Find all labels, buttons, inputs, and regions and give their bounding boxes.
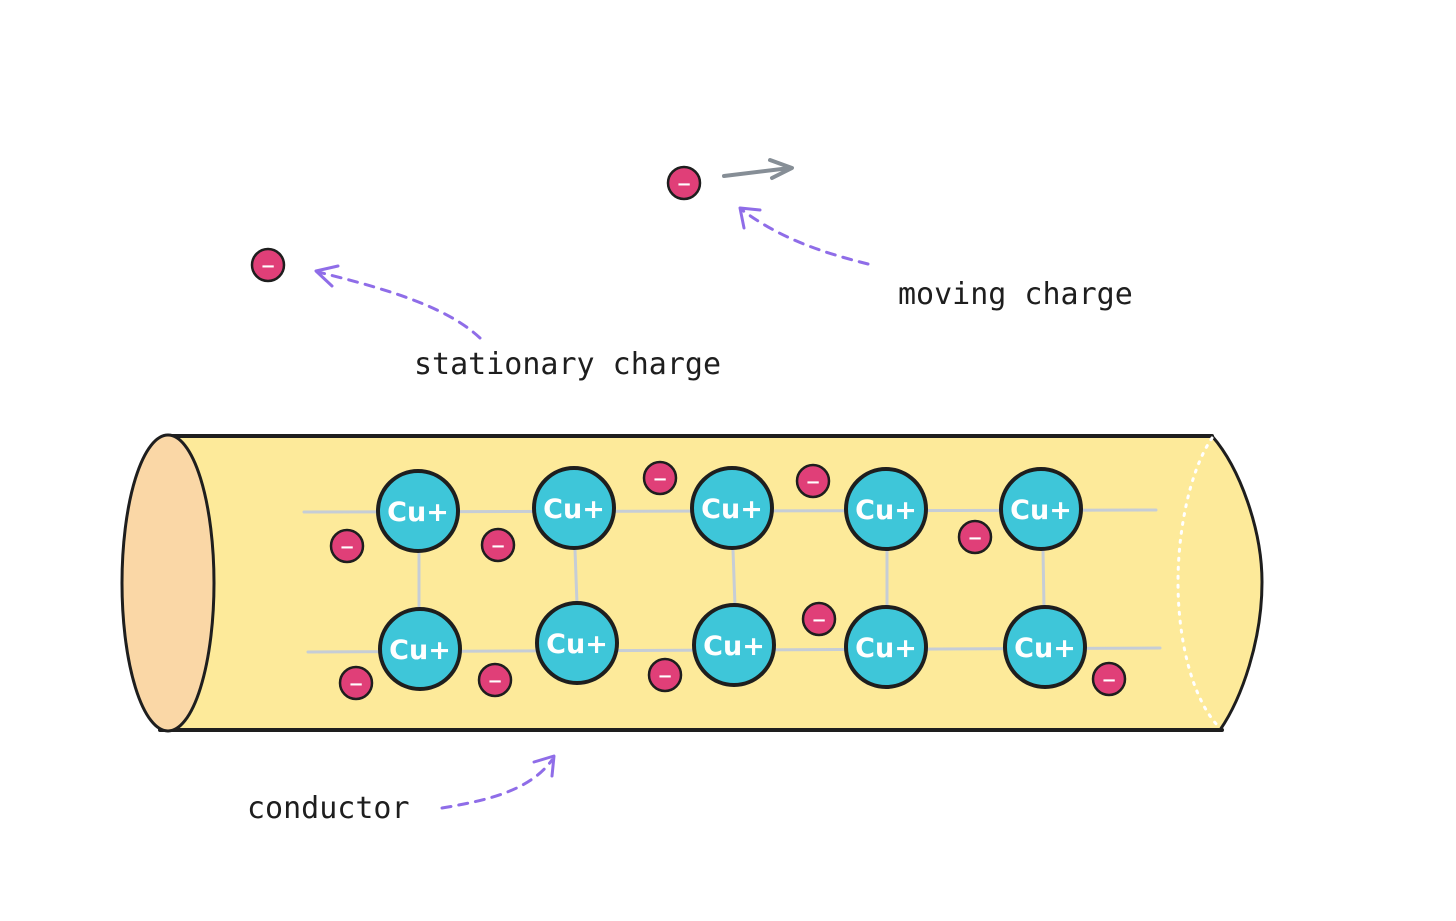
- conductor-cylinder: [120, 433, 1264, 733]
- stationary-charge-arrow: [314, 264, 482, 340]
- ion-label: Cu+: [546, 629, 608, 660]
- copper-ion: Cu+: [844, 467, 928, 551]
- svg-text:−: −: [339, 537, 354, 558]
- motion-arrow-icon: [722, 158, 794, 180]
- electron: −: [1091, 661, 1127, 697]
- ion-row-top: Cu+ Cu+ Cu+ Cu+ Cu+: [376, 466, 1083, 553]
- moving-charge: −: [666, 165, 702, 201]
- conductor-right-end: [1210, 434, 1264, 732]
- svg-text:−: −: [260, 256, 275, 277]
- copper-ion: Cu+: [844, 605, 928, 689]
- svg-text:−: −: [805, 472, 820, 493]
- ion-label: Cu+: [703, 631, 765, 662]
- electron: −: [642, 460, 678, 496]
- conductor-left-end: [120, 433, 216, 733]
- svg-text:−: −: [490, 536, 505, 557]
- moving-charge-label: moving charge: [898, 277, 1133, 312]
- svg-text:−: −: [652, 469, 667, 490]
- copper-ion: Cu+: [692, 603, 776, 687]
- ion-row-bottom: Cu+ Cu+ Cu+ Cu+ Cu+: [378, 601, 1087, 691]
- free-electrons: − − − − − − − −: [329, 460, 1127, 701]
- svg-text:−: −: [487, 671, 502, 692]
- electron: −: [338, 665, 374, 701]
- electron: −: [329, 528, 365, 564]
- ion-label: Cu+: [1010, 495, 1072, 526]
- ion-label: Cu+: [387, 497, 449, 528]
- conductor-arrow: [440, 754, 556, 810]
- electron: −: [801, 601, 837, 637]
- ion-label: Cu+: [1014, 633, 1076, 664]
- copper-ion: Cu+: [690, 466, 774, 550]
- moving-charge-arrow: [738, 206, 870, 266]
- electron: −: [647, 657, 683, 693]
- copper-ion: Cu+: [999, 467, 1083, 551]
- copper-ion: Cu+: [1003, 605, 1087, 689]
- stationary-charge-label: stationary charge: [414, 347, 721, 382]
- ion-label: Cu+: [701, 494, 763, 525]
- electron: −: [480, 527, 516, 563]
- ion-label: Cu+: [543, 494, 605, 525]
- conductor-label: conductor: [247, 791, 410, 826]
- ion-label: Cu+: [855, 495, 917, 526]
- electron: −: [795, 463, 831, 499]
- svg-text:−: −: [1101, 670, 1116, 691]
- copper-ion: Cu+: [376, 469, 460, 553]
- ion-label: Cu+: [855, 633, 917, 664]
- electron: −: [957, 519, 993, 555]
- svg-text:−: −: [811, 610, 826, 631]
- copper-ion: Cu+: [532, 466, 616, 550]
- stationary-charge: −: [250, 247, 286, 283]
- svg-text:−: −: [676, 174, 691, 195]
- ion-label: Cu+: [389, 635, 451, 666]
- copper-ion: Cu+: [378, 607, 462, 691]
- svg-text:−: −: [657, 666, 672, 687]
- copper-ion: Cu+: [535, 601, 619, 685]
- electron: −: [477, 662, 513, 698]
- svg-text:−: −: [967, 528, 982, 549]
- ion-lattice: Cu+ Cu+ Cu+ Cu+ Cu+ Cu+: [376, 466, 1087, 691]
- conductor-hidden-end: [1176, 436, 1220, 728]
- svg-text:−: −: [348, 674, 363, 695]
